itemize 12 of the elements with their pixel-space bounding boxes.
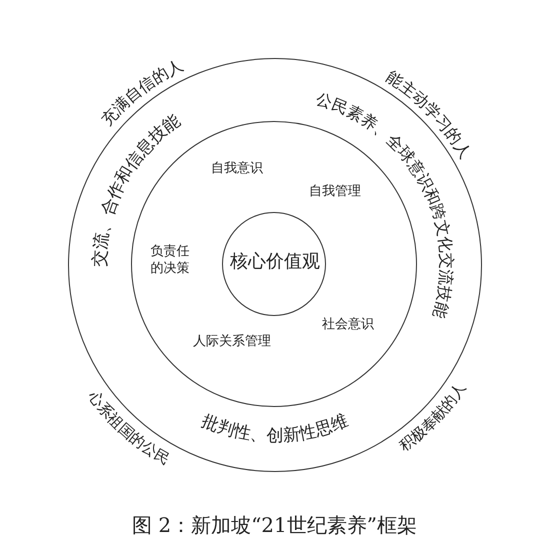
competency-label: 社会意识 <box>322 316 374 334</box>
outcome-label: 积极奉献的人 <box>396 380 470 456</box>
competency-label: 负责任的决策 <box>150 244 190 277</box>
core-label: 核心价值观 <box>230 250 320 274</box>
competency-label: 人际关系管理 <box>192 334 271 350</box>
competency-label: 自我意识 <box>210 160 263 178</box>
circle-ring <box>222 212 326 316</box>
ring-label: 批判性、创新性思维 <box>198 410 352 446</box>
figure-caption: 图 2：新加坡“21世纪素养”框架 <box>131 512 418 539</box>
competency-label: 自我管理 <box>308 184 361 200</box>
circle-ring <box>68 58 482 472</box>
outcome-label: 心系祖国的公民 <box>85 388 174 469</box>
